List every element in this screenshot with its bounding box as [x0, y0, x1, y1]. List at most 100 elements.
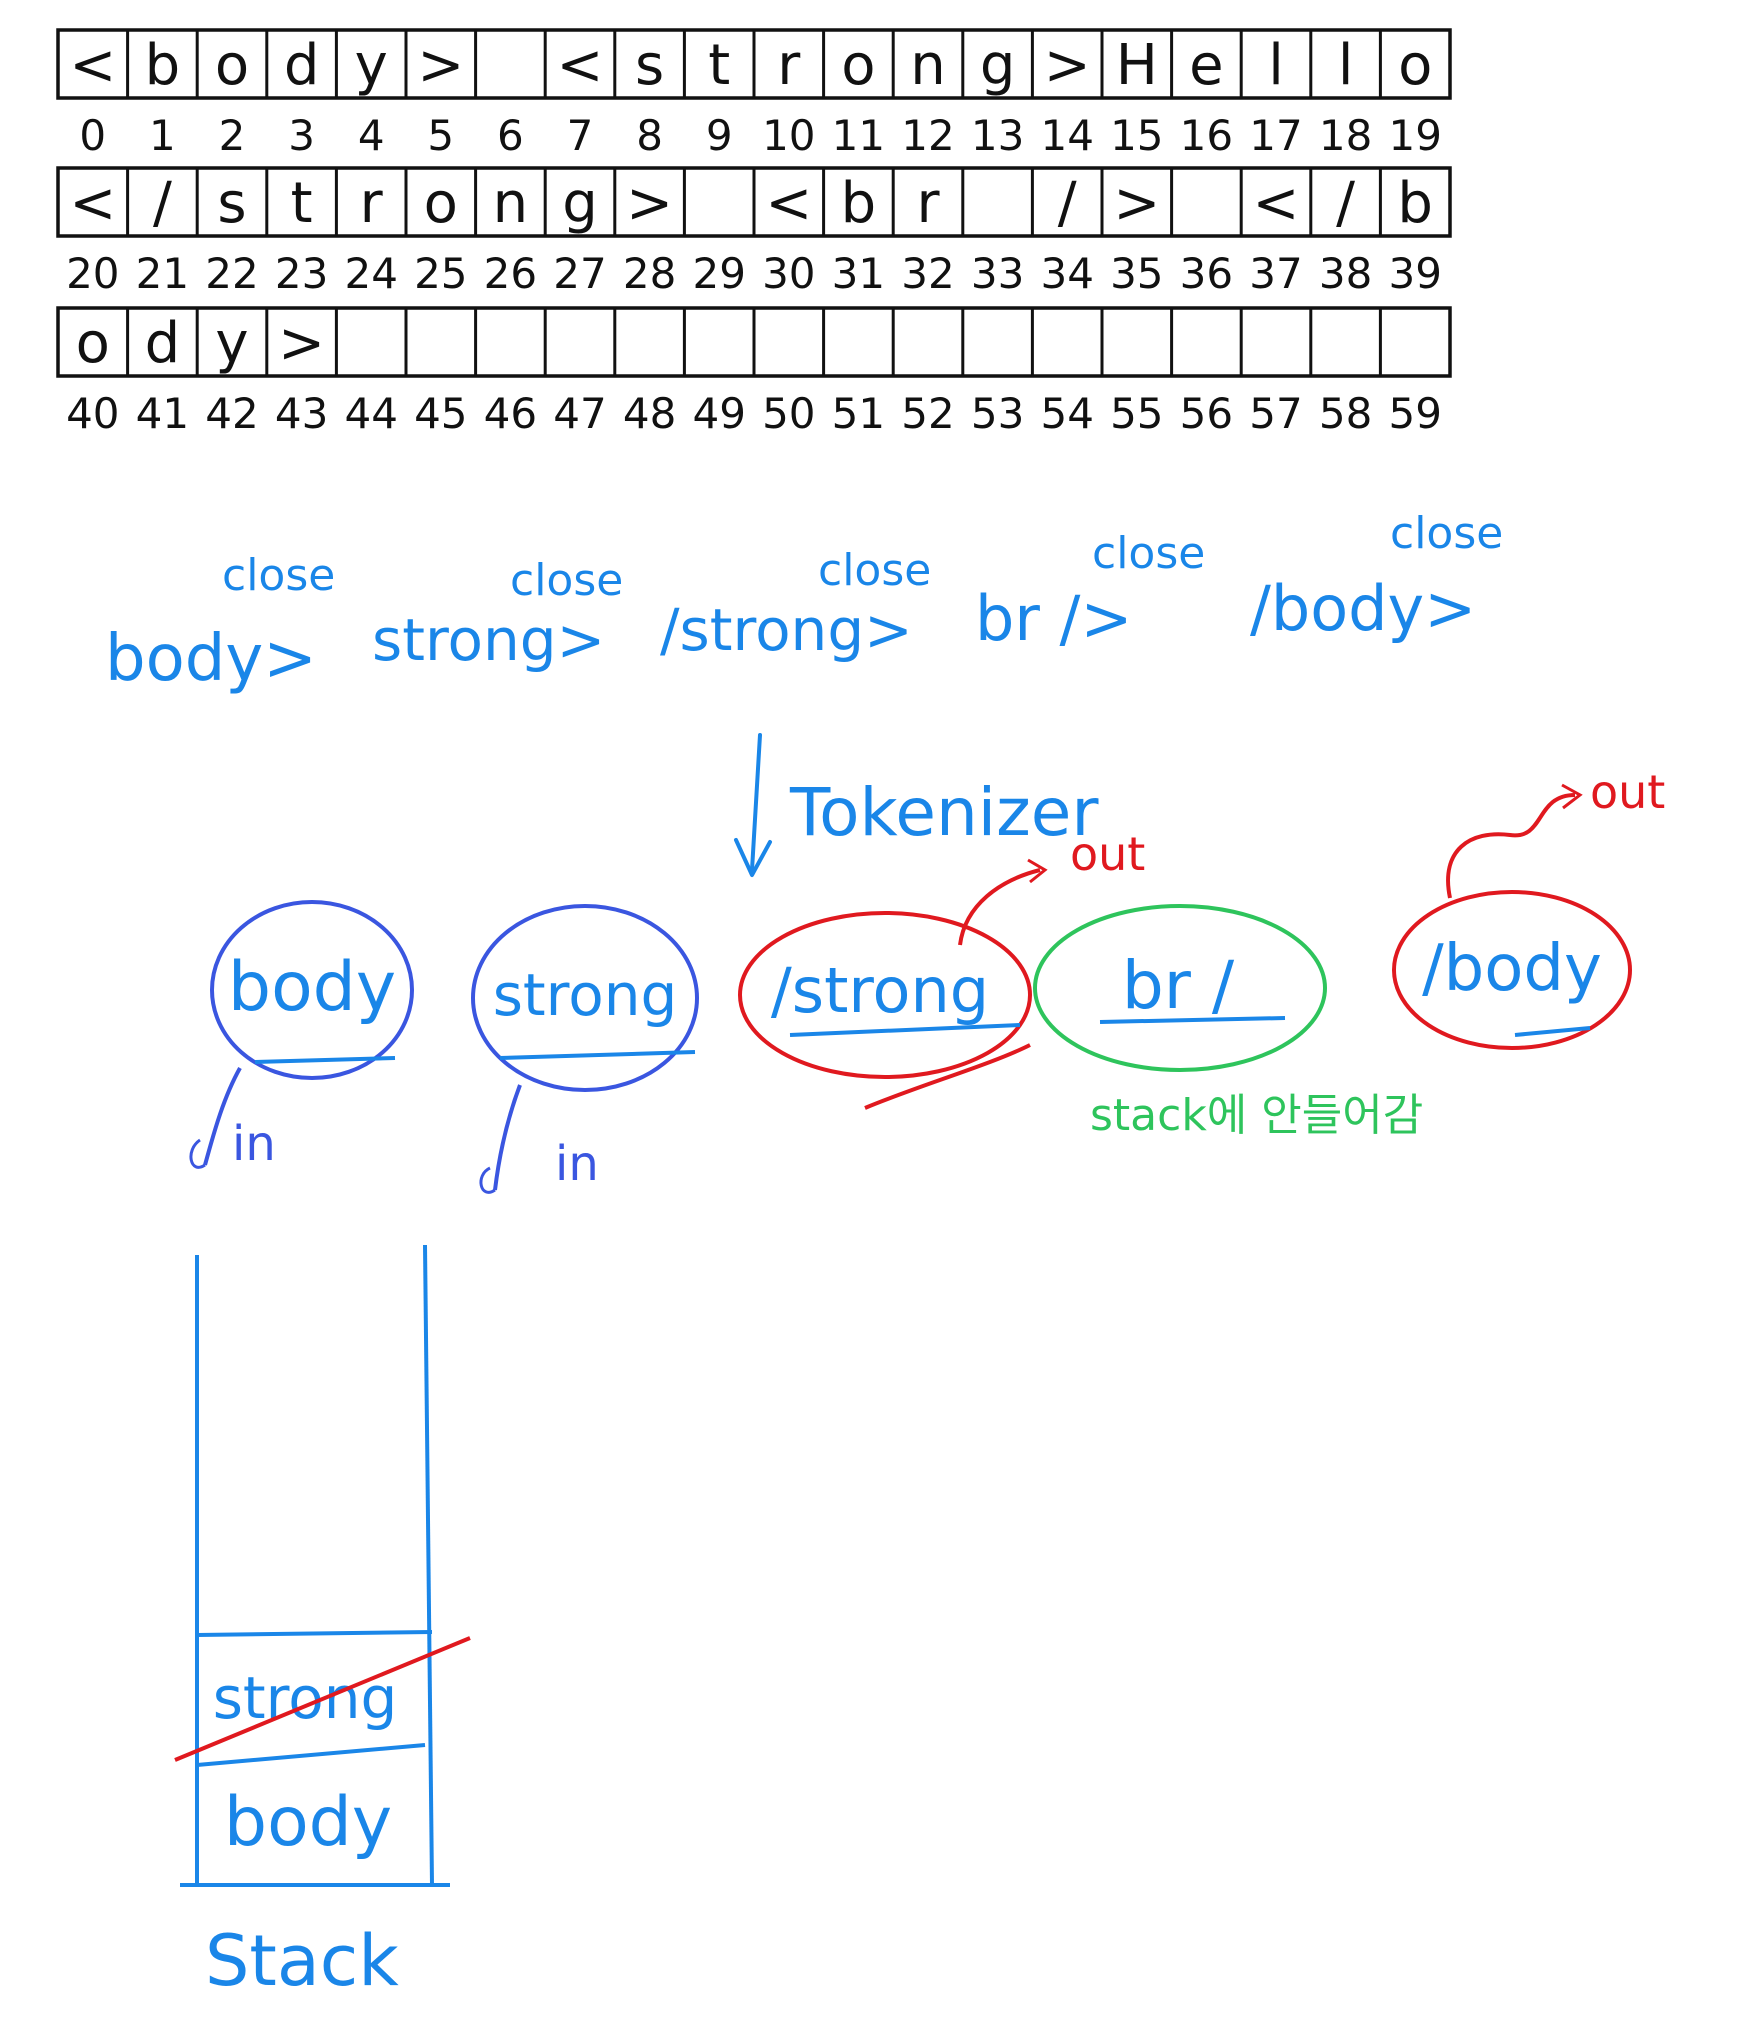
char-index: 6	[497, 111, 524, 160]
char-cell: n	[910, 33, 946, 98]
char-cell: o	[424, 171, 458, 236]
char-index: 43	[275, 389, 328, 438]
tokenizer-label: Tokenizer	[789, 774, 1099, 851]
char-index: 45	[414, 389, 467, 438]
char-index: 54	[1040, 389, 1093, 438]
token-row: body in strong in /strong out	[189, 765, 1665, 1194]
stack-item-label: strong	[213, 1664, 398, 1732]
tag-parse-note: close	[222, 550, 335, 601]
char-cell: /	[1336, 171, 1355, 236]
char-cell: /	[153, 171, 172, 236]
char-index: 42	[205, 389, 258, 438]
char-index: 24	[344, 249, 397, 298]
char-index: 16	[1180, 111, 1233, 160]
char-cell: <	[69, 171, 116, 236]
char-cell: s	[635, 33, 664, 98]
char-index: 50	[762, 389, 815, 438]
stack-item-body: body	[224, 1783, 392, 1862]
tag-parse-item: strong> close	[372, 555, 623, 674]
char-cell: e	[1189, 33, 1223, 98]
stack: strong body Stack	[174, 1244, 471, 2002]
char-cell: <	[1253, 171, 1300, 236]
char-cell: g	[980, 33, 1016, 98]
char-index: 41	[136, 389, 189, 438]
token-action: out	[1070, 827, 1145, 881]
char-cell: r	[777, 33, 801, 98]
char-index: 25	[414, 249, 467, 298]
char-cell: y	[215, 311, 248, 376]
stack-item-label: body	[224, 1783, 392, 1862]
char-cell: o	[841, 33, 875, 98]
char-index: 26	[484, 249, 537, 298]
char-cell: d	[284, 33, 320, 98]
tag-parse-item: /strong> close	[660, 545, 931, 664]
tag-parse-item: br /> close	[975, 528, 1205, 655]
char-cell: g	[562, 171, 598, 236]
char-index: 57	[1249, 389, 1302, 438]
tag-parse-note: close	[1390, 508, 1503, 559]
tag-parse-item: /body> close	[1250, 508, 1503, 645]
char-index: 56	[1180, 389, 1233, 438]
char-index: 19	[1388, 111, 1441, 160]
char-cell: n	[493, 171, 529, 236]
char-index: 22	[205, 249, 258, 298]
char-index: 30	[762, 249, 815, 298]
token-action: in	[555, 1136, 599, 1192]
token-action: out	[1590, 765, 1665, 819]
char-index: 39	[1388, 249, 1441, 298]
char-index: 0	[79, 111, 106, 160]
char-index: 59	[1388, 389, 1441, 438]
tag-parse-tag: /strong>	[660, 596, 913, 664]
char-index: 44	[344, 389, 397, 438]
char-cell: t	[708, 33, 730, 98]
char-index: 2	[219, 111, 246, 160]
char-index: 34	[1040, 249, 1093, 298]
char-cell: r	[916, 171, 940, 236]
char-index: 53	[971, 389, 1024, 438]
token-label: br /	[1122, 947, 1235, 1024]
char-cell: l	[1338, 33, 1354, 98]
tag-parse-note: close	[510, 555, 623, 606]
char-cell: s	[217, 171, 246, 236]
char-index: 13	[971, 111, 1024, 160]
token-label: /strong	[771, 954, 989, 1027]
char-cell: o	[76, 311, 110, 376]
char-index: 9	[706, 111, 733, 160]
tag-parse-tag: body>	[105, 622, 317, 696]
char-cell: y	[355, 33, 388, 98]
tokenizer-arrow: Tokenizer	[734, 733, 1099, 877]
char-cell: >	[417, 33, 464, 98]
char-cell: >	[626, 171, 673, 236]
char-cell: b	[1397, 171, 1433, 236]
token-label: /body	[1422, 932, 1602, 1006]
token-body: body in	[189, 900, 414, 1172]
char-cell: <	[557, 33, 604, 98]
char-index: 52	[901, 389, 954, 438]
token-br: br / stack에 안들어감	[1033, 904, 1423, 1141]
char-cell: o	[1398, 33, 1432, 98]
char-cell: b	[841, 171, 877, 236]
char-index: 46	[484, 389, 537, 438]
stack-label: Stack	[205, 1920, 399, 2002]
char-index: 20	[66, 249, 119, 298]
token-label: body	[228, 948, 396, 1027]
char-index: 12	[901, 111, 954, 160]
char-index: 23	[275, 249, 328, 298]
char-index: 38	[1319, 249, 1372, 298]
char-cell: o	[215, 33, 249, 98]
char-index: 7	[567, 111, 594, 160]
token-close-body: /body out	[1392, 765, 1665, 1050]
tag-parse-tag: /body>	[1250, 572, 1476, 645]
char-index: 51	[832, 389, 885, 438]
char-index: 33	[971, 249, 1024, 298]
char-index: 10	[762, 111, 815, 160]
char-cell: >	[278, 311, 325, 376]
char-index: 31	[832, 249, 885, 298]
char-cell: >	[1044, 33, 1091, 98]
tag-parse-note: close	[1092, 528, 1205, 579]
char-index: 11	[832, 111, 885, 160]
